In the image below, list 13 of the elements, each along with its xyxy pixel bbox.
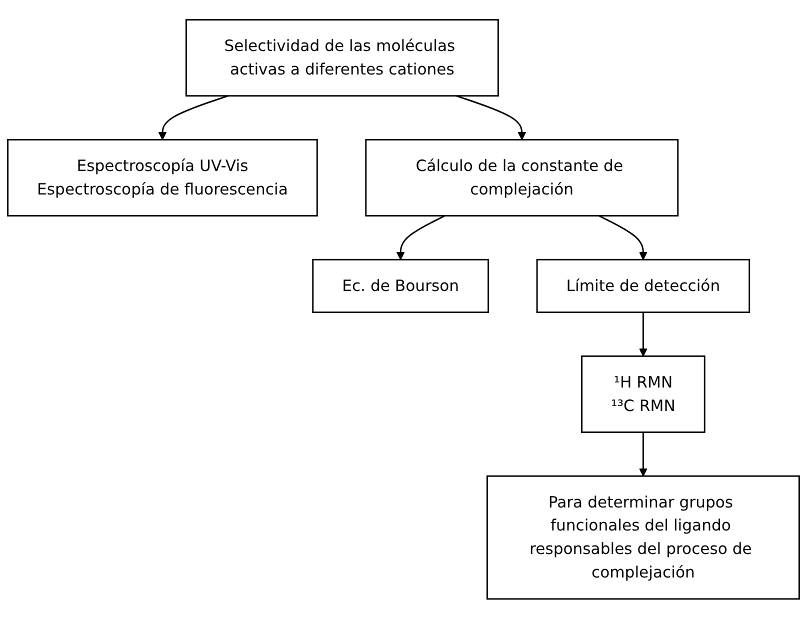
arrow — [158, 95, 228, 140]
node-box: Límite de detección — [536, 259, 750, 314]
arrow — [396, 215, 446, 260]
arrow — [638, 312, 648, 357]
node-box: Espectroscopía UV-Vis Espectroscopía de fluorescencia — [7, 139, 318, 217]
arrow — [638, 432, 648, 477]
node-box: ¹H RMN ¹³C RMN — [581, 356, 706, 434]
node-box: Cálculo de la constante de complejación — [365, 139, 679, 217]
arrow — [456, 95, 526, 140]
node-box: Ec. de Bourson — [312, 259, 490, 314]
node-box: Selectividad de las moléculas activas a diferentes cationes — [185, 19, 499, 97]
arrow — [598, 215, 648, 260]
node-box: Para determinar grupos funcionales del ligando responsables del proceso de complejación — [486, 475, 800, 600]
